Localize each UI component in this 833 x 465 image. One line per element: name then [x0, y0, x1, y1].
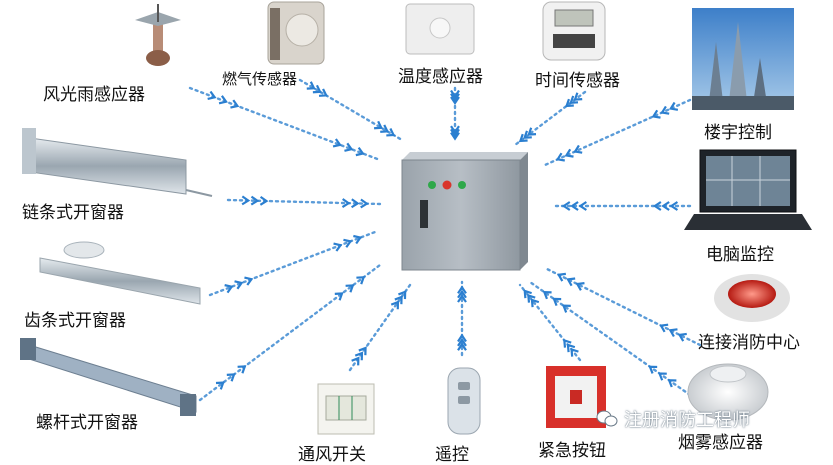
time-sensor-icon [543, 2, 605, 60]
watermark: 注册消防工程师 [596, 406, 750, 432]
label-ventilation-switch: 通风开关 [298, 440, 366, 465]
screw-window-opener-icon [20, 338, 196, 416]
temperature-sensor-icon [406, 4, 474, 54]
label-building-control: 楼宇控制 [704, 118, 772, 143]
building-image [692, 8, 794, 110]
gas-sensor-icon [268, 2, 324, 64]
label-gas-sensor: 燃气传感器 [222, 68, 297, 89]
label-chain-window-opener: 链条式开窗器 [22, 198, 124, 223]
lock-icon [420, 200, 428, 228]
rack-window-opener-icon [40, 242, 200, 304]
label-computer-monitoring: 电脑监控 [706, 240, 774, 265]
fire-alarm-icon [714, 274, 790, 322]
label-fire-center-link: 连接消防中心 [698, 328, 800, 353]
remote-control-icon [448, 368, 480, 434]
wind-light-rain-sensor-icon [135, 4, 181, 66]
wechat-icon [596, 410, 618, 428]
green-led-icon [458, 181, 466, 189]
label-wind-light-rain-sensor: 风光雨感应器 [43, 80, 145, 105]
label-time-sensor: 时间传感器 [535, 66, 620, 91]
ventilation-switch-icon [318, 384, 374, 434]
green-led-icon [428, 181, 436, 189]
label-screw-window-opener: 螺杆式开窗器 [36, 408, 138, 433]
label-emergency-button: 紧急按钮 [538, 436, 606, 461]
label-temperature-sensor: 温度感应器 [398, 62, 483, 87]
label-rack-window-opener: 齿条式开窗器 [24, 306, 126, 331]
red-led-icon [443, 181, 452, 190]
control-box [402, 152, 528, 270]
laptop-icon [684, 150, 812, 230]
watermark-text: 注册消防工程师 [624, 406, 750, 432]
chain-window-opener-icon [22, 128, 212, 196]
label-remote-control: 遥控 [435, 440, 469, 465]
